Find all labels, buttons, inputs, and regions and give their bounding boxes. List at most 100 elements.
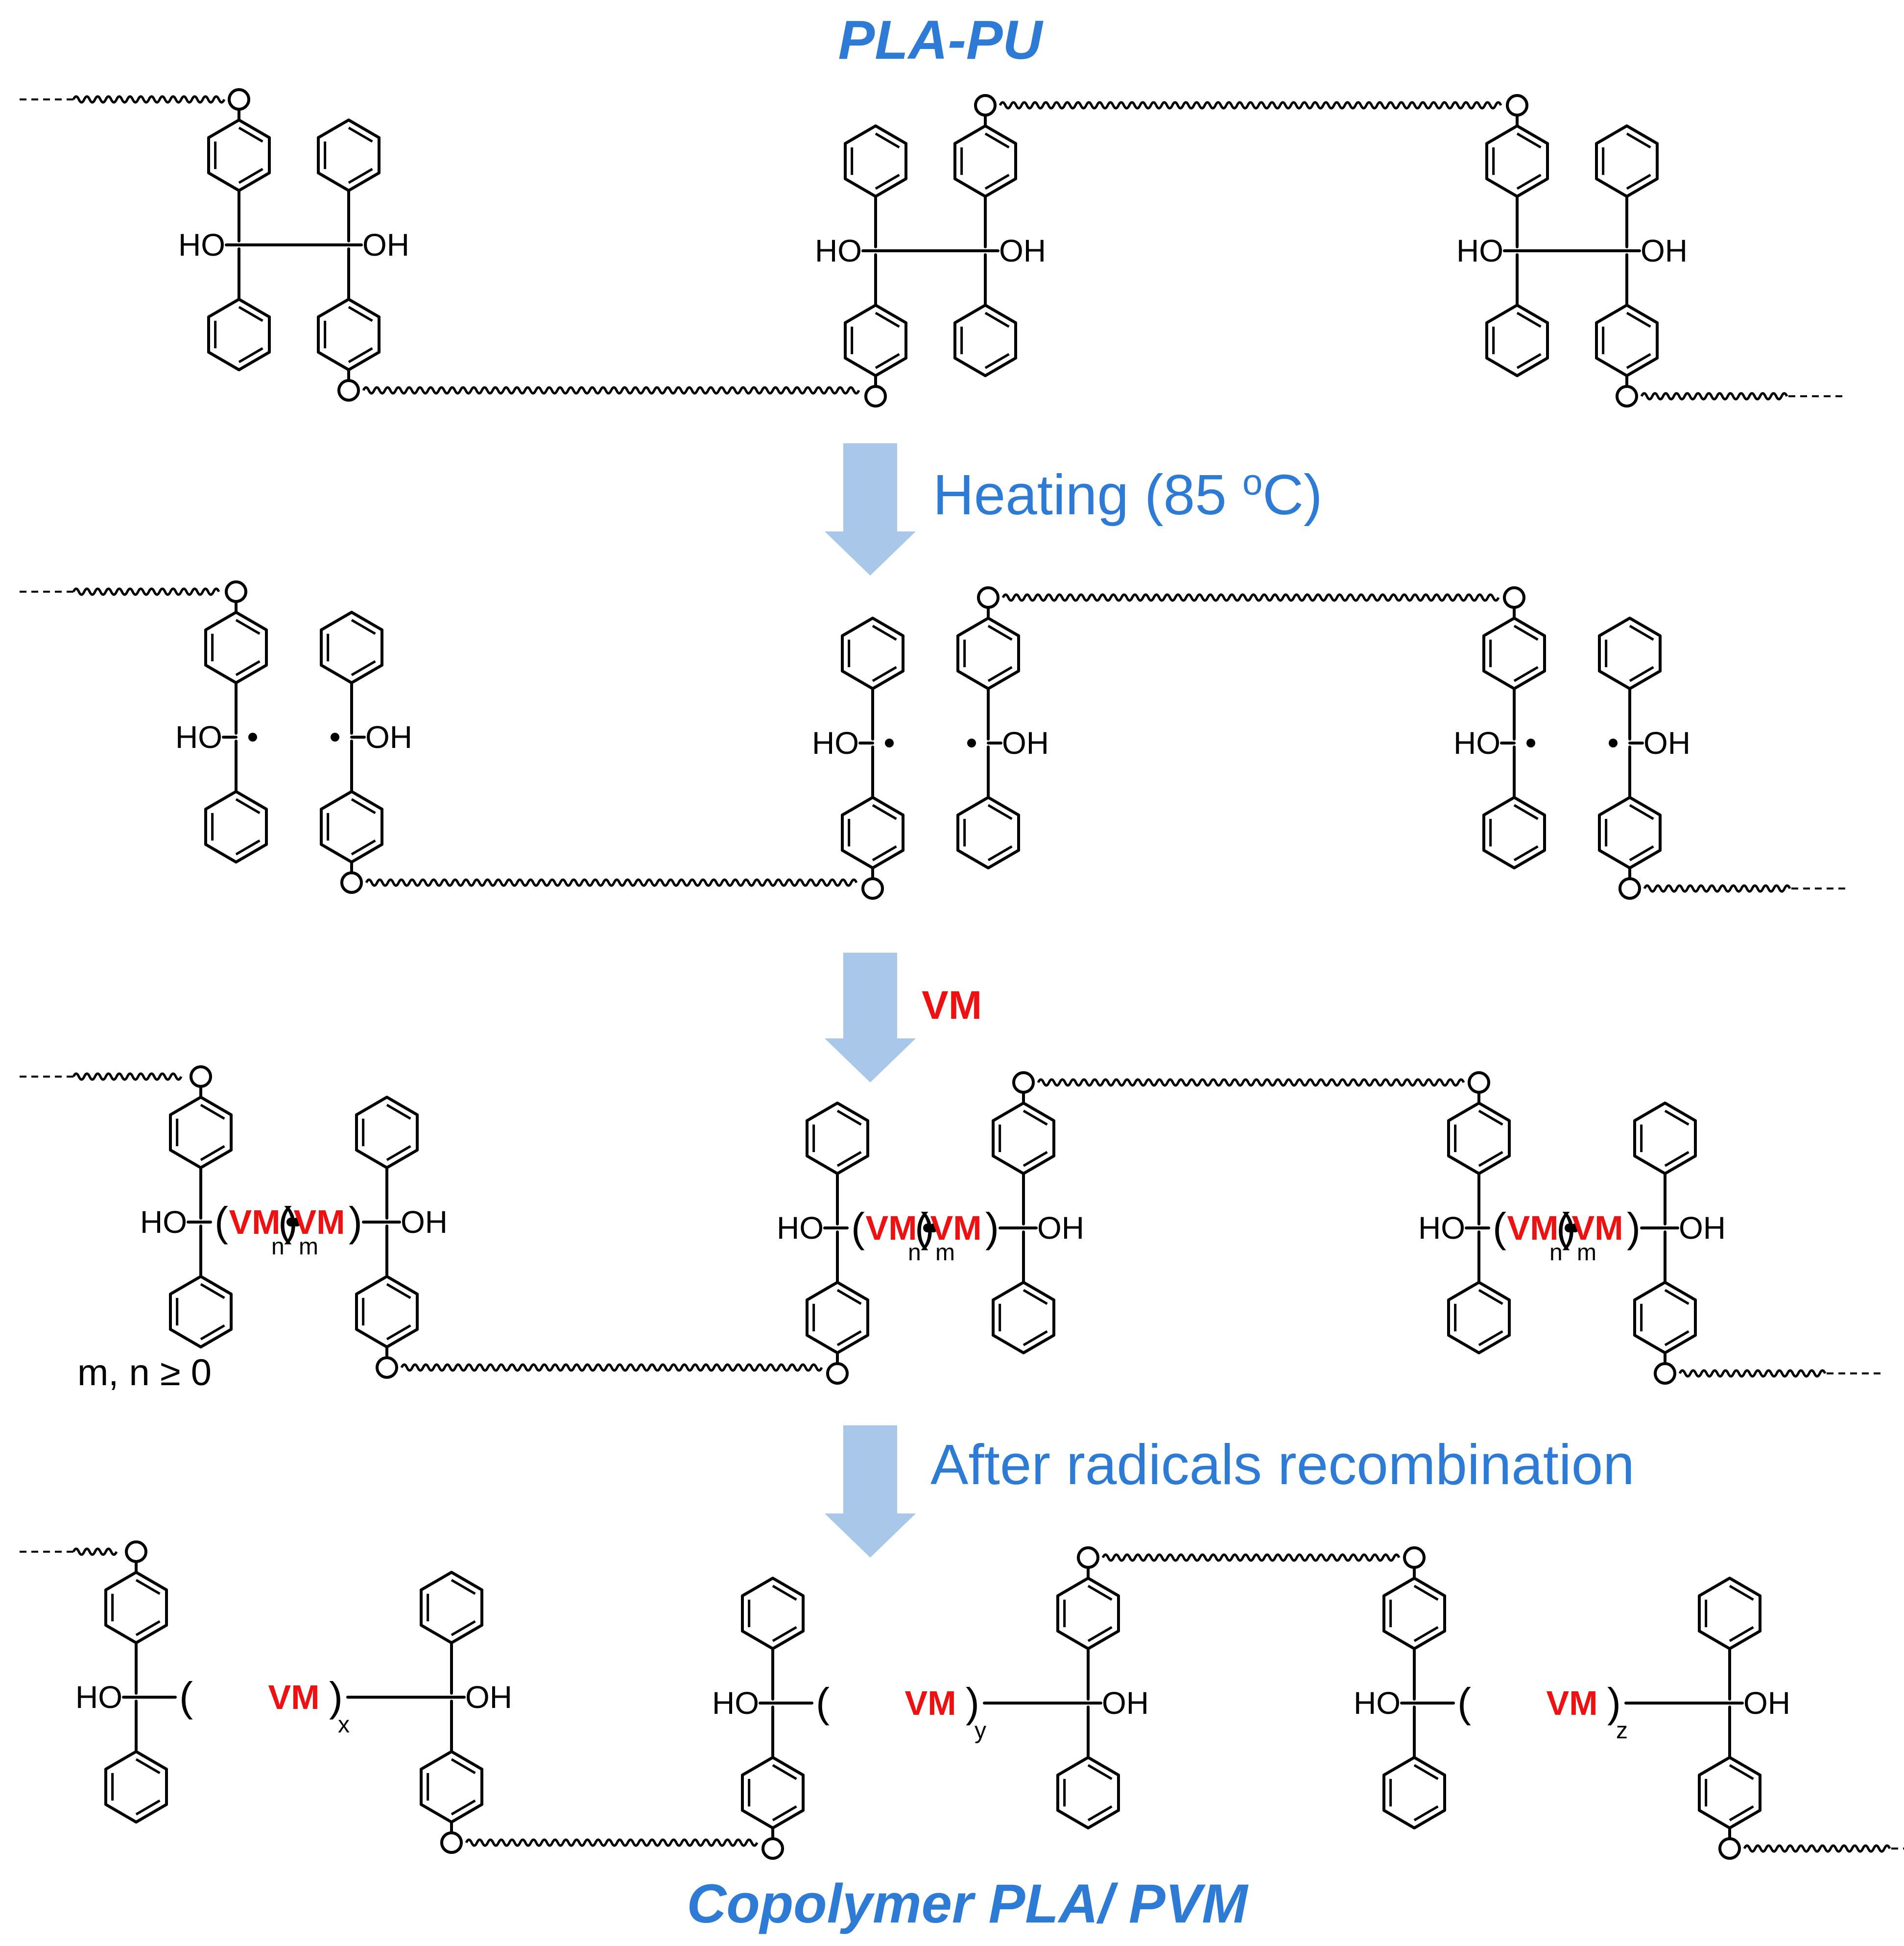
paren-close: ) — [1627, 1204, 1641, 1250]
ring-outline — [1698, 1577, 1761, 1650]
ring-outline — [317, 119, 381, 192]
oxygen-atom — [1506, 94, 1528, 117]
label-ho: HO — [1453, 725, 1500, 761]
label-ho: HO — [815, 233, 862, 268]
step-heating-label: Heating (85 oC) — [933, 462, 1323, 527]
ring-double-bond — [1729, 1626, 1754, 1642]
benzene-ring — [956, 796, 1020, 869]
ring-double-bond — [1664, 1289, 1690, 1305]
ring-outline — [844, 124, 907, 198]
ring-double-bond — [351, 660, 376, 676]
benzene-ring — [1382, 1756, 1446, 1829]
ring-double-bond — [875, 132, 900, 149]
benzene-ring — [1633, 1102, 1697, 1175]
label-ho: HO — [178, 227, 225, 263]
vm-label: VM — [268, 1678, 320, 1716]
ring-double-bond — [1087, 1764, 1113, 1780]
ring-double-bond — [772, 1585, 797, 1601]
benzene-ring — [1482, 796, 1546, 869]
ring-double-bond — [1513, 804, 1539, 820]
polymer-chain — [1001, 593, 1500, 602]
vm-label: VM — [866, 1209, 917, 1247]
ring-outline — [207, 298, 271, 371]
ring-double-bond — [1516, 353, 1542, 369]
benzene-ring — [841, 617, 904, 690]
benzene-ring — [1485, 124, 1549, 198]
ring-double-bond — [348, 126, 373, 143]
structure-rows: HOOHHOOHHOOHHOOHHOOHHOOHHOOH(VM)m(VM)nHO… — [20, 88, 1904, 1860]
oxygen-atom — [864, 385, 887, 408]
ring-double-bond — [200, 1324, 225, 1341]
ring-double-bond — [1626, 353, 1651, 369]
ring-double-bond — [984, 173, 1010, 190]
ring-outline — [806, 1281, 869, 1354]
subscript-m: m — [1577, 1240, 1596, 1266]
ring-double-bond — [451, 1758, 476, 1775]
benzene-ring — [104, 1750, 168, 1824]
ring-outline — [204, 611, 268, 684]
radical-dot — [248, 733, 257, 742]
paren-open: ( — [1493, 1204, 1506, 1250]
ring-double-bond — [1626, 132, 1651, 149]
paren-open: ( — [915, 1204, 928, 1250]
ring-double-bond — [238, 168, 263, 184]
ring-double-bond — [1729, 1764, 1754, 1780]
ring-outline — [1485, 124, 1549, 198]
paren-close: ) — [349, 1199, 362, 1245]
benzene-ring — [1447, 1102, 1511, 1175]
ring-outline — [1382, 1756, 1446, 1829]
benzene-ring — [806, 1102, 869, 1175]
ring-double-bond — [1023, 1289, 1048, 1305]
ring-double-bond — [1629, 666, 1654, 682]
oxygen-atom — [1618, 877, 1641, 900]
ring-double-bond — [135, 1758, 161, 1775]
ring-outline — [1595, 304, 1659, 377]
arrow-recombination — [825, 1425, 916, 1558]
benzene-ring — [1633, 1281, 1697, 1354]
ring-double-bond — [238, 126, 263, 143]
label-oh: OH — [1102, 1685, 1149, 1721]
ring-outline — [741, 1577, 805, 1650]
ring-double-bond — [351, 839, 376, 856]
ring-double-bond — [1413, 1764, 1439, 1780]
paren-close: ) — [985, 1204, 999, 1250]
label-ho: HO — [777, 1210, 824, 1246]
benzene-ring — [1698, 1756, 1761, 1829]
ring-double-bond — [1516, 132, 1542, 149]
benzene-ring — [1698, 1577, 1761, 1650]
step-vm-label: VM — [922, 983, 982, 1028]
ring-double-bond — [1729, 1805, 1754, 1822]
ring-double-bond — [200, 1104, 225, 1120]
oxygen-atom — [1718, 1837, 1741, 1860]
benzene-ring — [1485, 304, 1549, 377]
oxygen-atom — [337, 379, 360, 402]
paren-open: ( — [851, 1204, 865, 1250]
oxygen-atom — [225, 580, 247, 603]
benzene-ring — [953, 304, 1017, 377]
ring-outline — [841, 796, 904, 869]
ring-double-bond — [135, 1579, 161, 1595]
ring-double-bond — [1478, 1289, 1503, 1305]
ring-outline — [841, 617, 904, 690]
radical-dot — [929, 1224, 938, 1232]
ring-double-bond — [235, 619, 261, 635]
paren-open: ( — [179, 1674, 193, 1720]
ring-double-bond — [1516, 312, 1542, 328]
ring-outline — [1056, 1577, 1120, 1650]
vm-label: VM — [294, 1203, 345, 1241]
title-pla-pu: PLA-PU — [838, 9, 1044, 71]
benzene-ring — [317, 119, 381, 192]
ring-outline — [204, 790, 268, 864]
benzene-ring — [741, 1756, 805, 1829]
polymer-chain — [1743, 1844, 1891, 1853]
ring-outline — [1485, 304, 1549, 377]
ring-outline — [956, 617, 1020, 690]
structure-row: HOOH(VM)m(VM)nHOOH(VM)m(VM)nHOOH(VM)m(VM… — [20, 1065, 1880, 1385]
ring-outline — [956, 796, 1020, 869]
ring-double-bond — [836, 1289, 862, 1305]
polymer-chain — [72, 95, 226, 104]
